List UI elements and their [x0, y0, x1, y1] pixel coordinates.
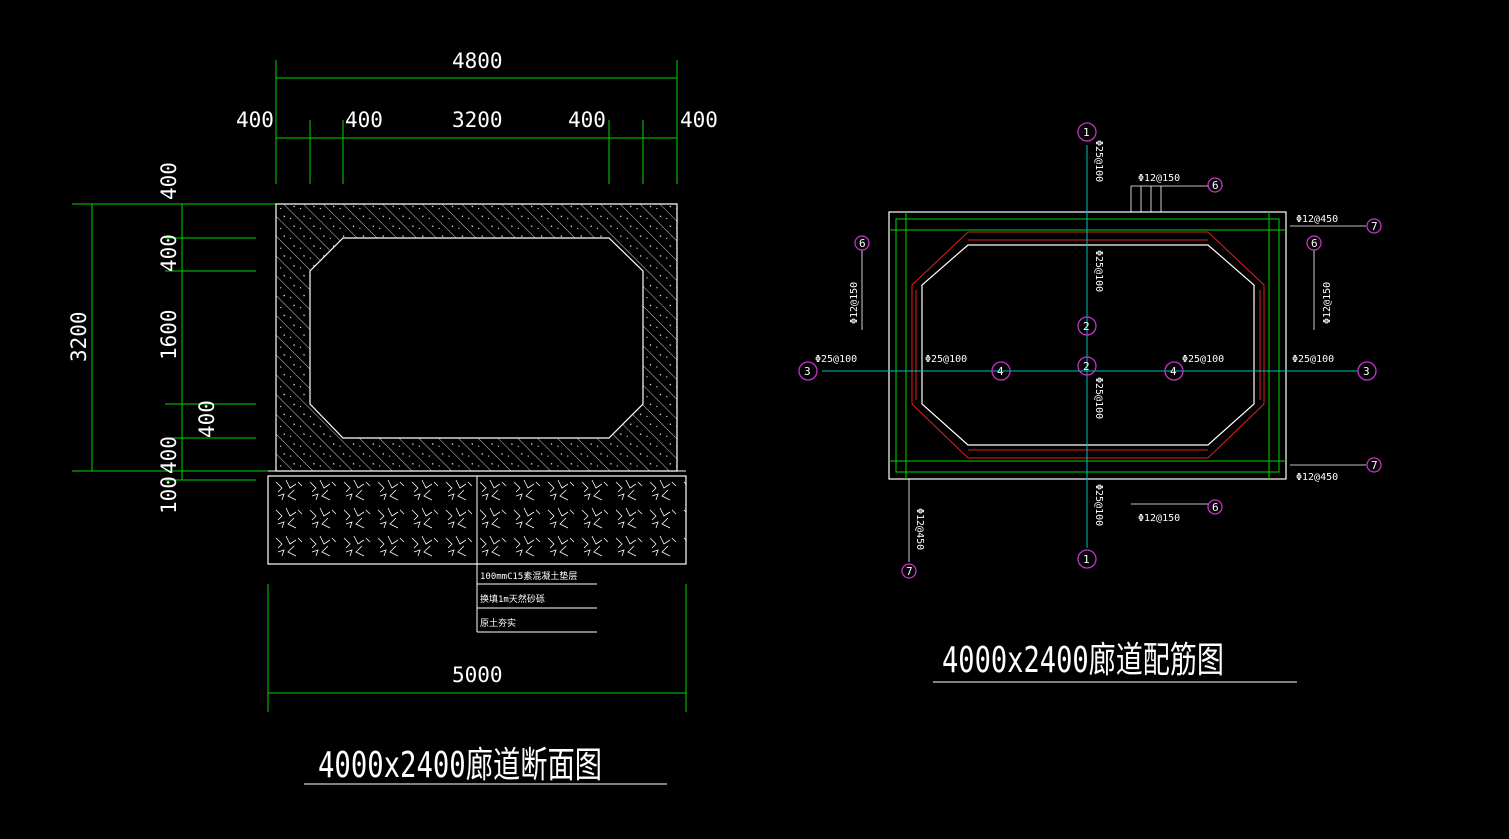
label-right-haunch: Φ12@150 [1322, 282, 1333, 324]
svg-text:2: 2 [1083, 320, 1090, 333]
label-dist-left: Φ12@450 [914, 508, 925, 550]
top-seg-dim-1: 400 [236, 108, 274, 132]
rebar-title: 4000x2400廊道配筋图 [942, 640, 1224, 681]
svg-text:6: 6 [1311, 237, 1318, 250]
svg-text:4: 4 [997, 365, 1004, 378]
svg-text:2: 2 [1083, 360, 1090, 373]
bottom-overall-dim: 5000 [452, 663, 503, 687]
svg-text:1: 1 [1083, 553, 1090, 566]
foundation-notes [477, 583, 597, 633]
bubble-3-left: 3 [798, 361, 818, 381]
top-seg-dim-3: 3200 [452, 108, 503, 132]
left-seg-dim-5: 400 [157, 436, 181, 474]
leader-lines [861, 185, 1366, 562]
bubble-3-right: 3 [1357, 361, 1377, 381]
label-left-haunch: Φ12@150 [849, 282, 860, 324]
svg-text:7: 7 [1371, 459, 1378, 472]
svg-text:4: 4 [1170, 365, 1177, 378]
left-seg-dim-1: 400 [157, 162, 181, 200]
bubble-1-bottom: 1 [1077, 549, 1097, 569]
bubble-7-left: 7 [901, 563, 917, 579]
label-dist-top: Φ12@450 [1296, 214, 1338, 225]
label-top-inner-vertical: Φ25@100 [1093, 250, 1104, 292]
bubble-2-top: 2 [1077, 316, 1097, 336]
bubble-6-left: 6 [854, 235, 870, 251]
svg-text:6: 6 [859, 237, 866, 250]
label-dist-bottom: Φ12@450 [1296, 472, 1338, 483]
left-overall-dim: 3200 [67, 311, 91, 362]
note-soil: 原土夯实 [480, 617, 516, 629]
bubble-7-top: 7 [1366, 218, 1382, 234]
label-left-outer: Φ25@100 [815, 354, 857, 365]
svg-text:6: 6 [1212, 179, 1219, 192]
bubble-1-top: 1 [1077, 122, 1097, 142]
svg-text:7: 7 [1371, 220, 1378, 233]
bubble-6-top: 6 [1207, 177, 1223, 193]
label-bottom-haunch: Φ12@150 [1138, 513, 1180, 524]
note-gravel: 换填1m天然砂砾 [480, 593, 545, 605]
bubble-4-right: 4 [1164, 361, 1184, 381]
svg-text:6: 6 [1212, 501, 1219, 514]
rebar-drawing: Φ25@100 Φ25@100 Φ25@100 Φ25@100 Φ12@150 … [798, 122, 1382, 683]
rebar-red-haunch [911, 231, 1265, 459]
label-bottom-vertical: Φ25@100 [1093, 484, 1104, 526]
bubble-2-bottom: 2 [1077, 356, 1097, 376]
bubble-4-left: 4 [991, 361, 1011, 381]
note-cushion: 100mmC15素混凝土垫层 [480, 570, 577, 582]
left-dimensions [72, 203, 276, 481]
svg-text:3: 3 [1363, 365, 1370, 378]
svg-text:7: 7 [906, 565, 913, 578]
top-seg-dim-2: 400 [345, 108, 383, 132]
svg-text:1: 1 [1083, 126, 1090, 139]
bottom-dimension [267, 584, 687, 712]
label-top-haunch: Φ12@150 [1138, 173, 1180, 184]
label-right-inner: Φ25@100 [1182, 354, 1224, 365]
top-seg-dim-5: 400 [680, 108, 718, 132]
top-overall-dim: 4800 [452, 49, 503, 73]
left-seg-dim-6: 100 [157, 476, 181, 514]
left-seg-dim-3: 1600 [157, 309, 181, 360]
top-seg-dim-4: 400 [568, 108, 606, 132]
label-right-outer: Φ25@100 [1292, 354, 1334, 365]
rebar-inner-opening [921, 244, 1255, 446]
svg-text:3: 3 [804, 365, 811, 378]
left-seg-dim-4: 400 [195, 400, 219, 438]
left-seg-dim-2: 400 [157, 234, 181, 272]
top-dimensions [275, 60, 678, 184]
concrete-box-section [275, 203, 678, 472]
bubble-6-right: 6 [1306, 235, 1322, 251]
label-bottom-inner-vertical: Φ25@100 [1093, 377, 1104, 419]
label-top-vertical: Φ25@100 [1093, 140, 1104, 182]
section-drawing: 4800 400 400 3200 400 400 3200 400 400 1… [67, 49, 718, 786]
section-title: 4000x2400廊道断面图 [318, 745, 602, 786]
label-left-inner: Φ25@100 [925, 354, 967, 365]
bubble-7-bottom: 7 [1366, 457, 1382, 473]
bubble-6-bottom: 6 [1207, 499, 1223, 515]
